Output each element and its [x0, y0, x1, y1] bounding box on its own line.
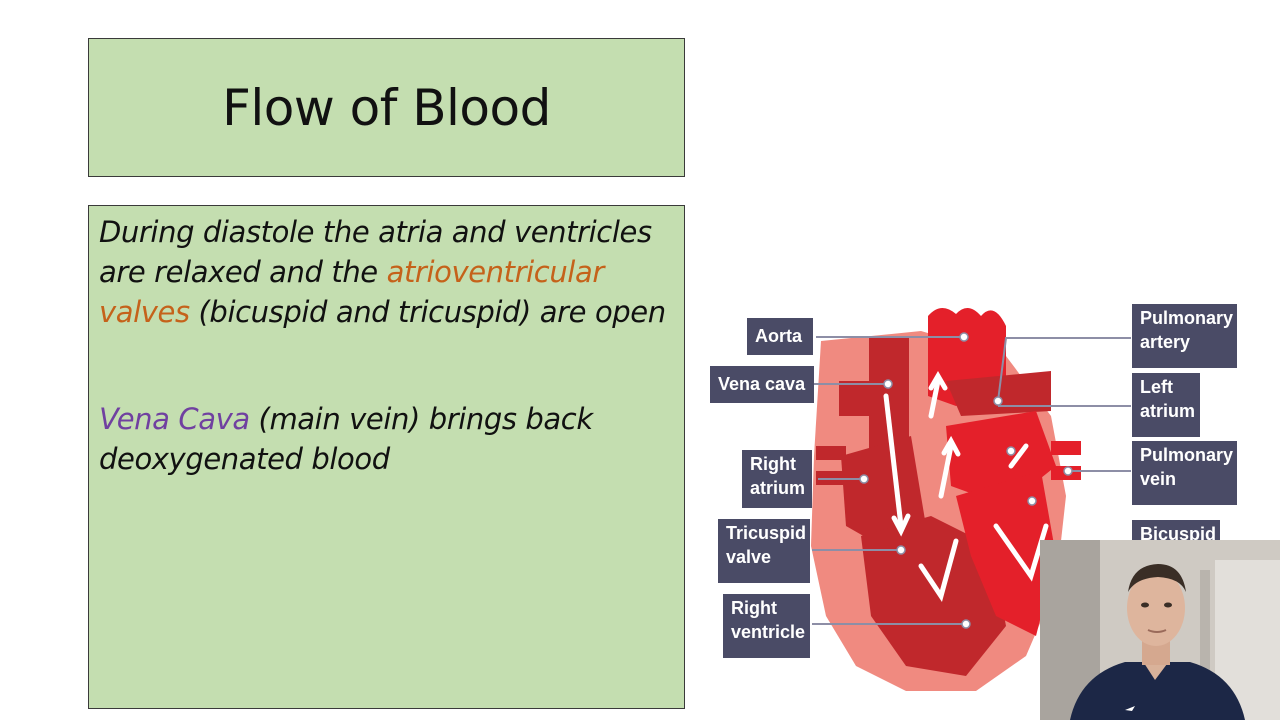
label-right-atrium: Right atrium	[742, 450, 812, 508]
label-pulmonary-vein-line1: Pulmonary	[1140, 445, 1234, 465]
label-right-atrium-line2: atrium	[750, 478, 806, 498]
label-right-ventricle: Right ventricle	[723, 594, 810, 658]
slide-title: Flow of Blood	[222, 78, 551, 137]
label-vena-cava-text: Vena cava	[718, 374, 806, 394]
label-pulmonary-vein: Pulmonary vein	[1132, 441, 1237, 505]
label-tricuspid-line2: valve	[726, 547, 772, 567]
heart-illustration	[811, 307, 1131, 691]
label-tricuspid-valve: Tricuspid valve	[718, 519, 810, 583]
label-right-ventricle-line2: ventricle	[731, 622, 806, 642]
label-tricuspid-line1: Tricuspid	[726, 523, 807, 543]
content-box: During diastole the atria and ventricles…	[88, 205, 685, 709]
label-vena-cava: Vena cava	[710, 366, 814, 403]
paragraph-diastole-text-2: (bicuspid and tricuspid) are open	[189, 295, 667, 329]
label-left-atrium-line2: atrium	[1140, 401, 1196, 421]
paragraph-vena-cava-text: (main vein) brings back deoxygenated blo…	[99, 402, 593, 476]
paragraph-diastole-text-1: During diastole the atria and ventricles…	[99, 215, 652, 289]
label-left-atrium: Left atrium	[1132, 373, 1200, 437]
label-left-atrium-line1: Left	[1140, 377, 1173, 397]
atrioventricular-valves-highlight: atrioventricular valves	[99, 255, 604, 329]
label-right-atrium-line1: Right	[750, 454, 796, 474]
title-box: Flow of Blood	[88, 38, 685, 177]
label-pulmonary-artery-line1: Pulmonary	[1140, 308, 1234, 328]
label-bicuspid-line1: Bicuspid	[1140, 524, 1217, 544]
vena-cava-highlight: Vena Cava	[99, 402, 250, 436]
label-pulmonary-artery: Pulmonary artery	[1132, 304, 1237, 368]
label-aorta-text: Aorta	[755, 326, 803, 346]
presenter-video-frame	[1040, 540, 1280, 720]
paragraph-diastole: During diastole the atria and ventricles…	[99, 212, 674, 332]
paragraph-vena-cava: Vena Cava (main vein) brings back deoxyg…	[99, 399, 674, 479]
heart-diagram: Aorta Vena cava Right atrium Tricuspid val…	[706, 296, 1246, 696]
label-pulmonary-artery-line2: artery	[1140, 332, 1191, 352]
label-right-ventricle-line1: Right	[731, 598, 777, 618]
label-pulmonary-vein-line2: vein	[1140, 469, 1177, 489]
label-aorta: Aorta	[747, 318, 813, 355]
presenter-webcam	[1040, 540, 1280, 720]
